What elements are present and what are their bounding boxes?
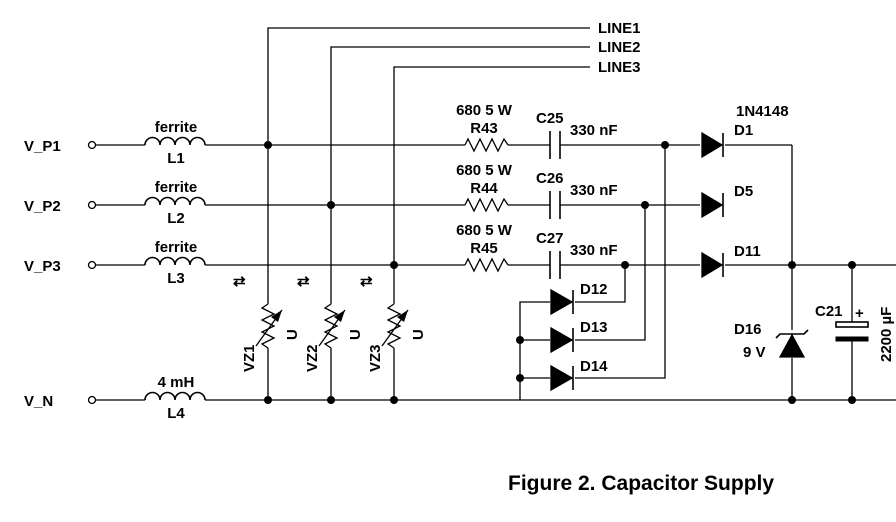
line1-label: LINE1: [598, 20, 641, 37]
diode-d13: [550, 326, 574, 354]
c21-ref: C21: [815, 303, 843, 320]
d11-ref: D11: [734, 243, 761, 260]
l3-ref: L3: [167, 270, 185, 287]
line-labels: LINE1 LINE2 LINE3: [598, 20, 641, 76]
r44-value: 680 5 W: [456, 162, 513, 179]
inductor-l3: [144, 256, 206, 266]
vz3-ref: VZ3: [367, 344, 384, 372]
electrolytic-capacitor-c21: C21 + 2200 µF: [815, 303, 895, 362]
c25-ref: C25: [536, 110, 564, 127]
diode-d5: [701, 191, 724, 219]
l1-value: ferrite: [155, 119, 198, 136]
d1-ref: D1: [734, 122, 753, 139]
d16-ref: D16: [734, 321, 762, 338]
d12-ref: D12: [580, 281, 608, 298]
capacitor-c27: [549, 251, 561, 279]
inductors: ferrite L1 ferrite L2 ferrite L3 4 mH L4: [144, 119, 206, 422]
vz1-arrow-glyph: ⇄: [233, 273, 246, 290]
capacitor-c26: [549, 191, 561, 219]
input-label-vp1: V_P1: [24, 138, 61, 155]
d13-ref: D13: [580, 319, 608, 336]
inductor-l4: [144, 391, 206, 401]
vz1-ref: VZ1: [241, 344, 258, 372]
varistors: VZ1 U VZ2 U VZ3 U ⇄ ⇄ ⇄: [233, 273, 427, 372]
diode-d12: [550, 288, 574, 316]
capacitor-c25: [549, 131, 561, 159]
vz3-arrow-glyph: ⇄: [360, 273, 373, 290]
input-label-vp2: V_P2: [24, 198, 61, 215]
resistor-r45: [464, 257, 509, 273]
diode-d11: [701, 251, 724, 279]
r45-ref: R45: [470, 240, 498, 257]
vz3-symbol: U: [410, 329, 427, 340]
diode-d1: [701, 131, 724, 159]
r43-ref: R43: [470, 120, 498, 137]
vz1-symbol: U: [284, 329, 301, 340]
l4-ref: L4: [167, 405, 185, 422]
c21-value: 2200 µF: [878, 307, 895, 362]
vz2-arrow-glyph: ⇄: [297, 273, 310, 290]
input-label-vp3: V_P3: [24, 258, 61, 275]
input-label-vn: V_N: [24, 393, 53, 410]
line3-label: LINE3: [598, 59, 641, 76]
resistor-r43: [464, 137, 509, 153]
r45-value: 680 5 W: [456, 222, 513, 239]
r44-ref: R44: [470, 180, 498, 197]
resistor-r44: [464, 197, 509, 213]
l4-value: 4 mH: [158, 374, 195, 391]
vz2-ref: VZ2: [304, 344, 321, 372]
d14-ref: D14: [580, 358, 608, 375]
c25-value: 330 nF: [570, 122, 618, 139]
l2-value: ferrite: [155, 179, 198, 196]
d5-ref: D5: [734, 183, 753, 200]
l2-ref: L2: [167, 210, 185, 227]
capacitors: C25 330 nF C26 330 nF C27 330 nF: [536, 110, 618, 279]
c27-ref: C27: [536, 230, 564, 247]
d16-value: 9 V: [743, 344, 766, 361]
line2-label: LINE2: [598, 39, 641, 56]
c21-polarity: +: [855, 305, 864, 322]
r43-value: 680 5 W: [456, 102, 513, 119]
varistor-vz3: [381, 303, 409, 349]
zener-diode-d16: D16 9 V: [734, 321, 809, 361]
d1-part-number: 1N4148: [736, 103, 789, 120]
figure-caption: Figure 2. Capacitor Supply: [508, 472, 774, 495]
wires: [95, 27, 896, 401]
l1-ref: L1: [167, 150, 185, 167]
input-terminals: V_P1 V_P2 V_P3 V_N: [24, 138, 97, 410]
c27-value: 330 nF: [570, 242, 618, 259]
vz2-symbol: U: [347, 329, 364, 340]
inductor-l1: [144, 136, 206, 146]
l3-value: ferrite: [155, 239, 198, 256]
diode-d14: [550, 364, 574, 392]
resistors: 680 5 W R43 680 5 W R44 680 5 W R45: [456, 102, 513, 273]
varistor-vz1: [255, 303, 283, 349]
diodes: 1N4148 D1 D5 D11 D12 D13 D14: [550, 103, 789, 392]
varistor-vz2: [318, 303, 346, 349]
inductor-l2: [144, 196, 206, 206]
c26-ref: C26: [536, 170, 564, 187]
c26-value: 330 nF: [570, 182, 618, 199]
junction-dots: [264, 141, 856, 404]
